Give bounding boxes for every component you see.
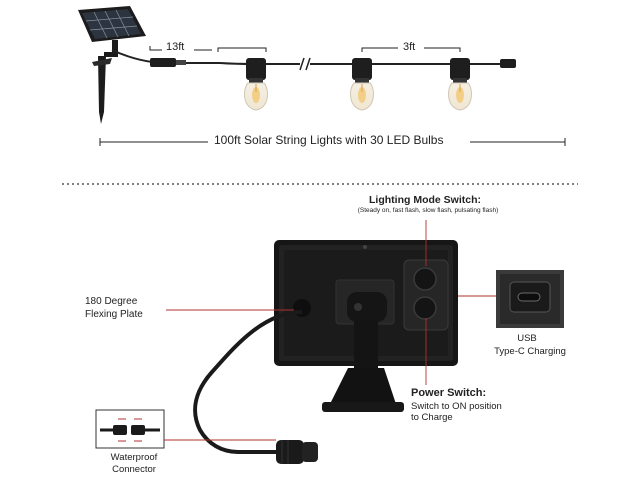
power-switch-title: Power Switch:: [411, 387, 487, 399]
panel-cable: [193, 310, 303, 454]
cord-length-label: 13ft: [166, 41, 185, 53]
dim-total-length: [99, 138, 566, 146]
callout-lines: [164, 220, 496, 441]
usb-label-line1: USB: [517, 333, 537, 344]
power-switch: [413, 296, 437, 320]
panel-cord: [111, 49, 220, 67]
bulb-spacing-label: 3ft: [403, 41, 416, 53]
flexing-plate-label-line2: Flexing Plate: [85, 309, 143, 320]
bulb-2: [349, 58, 375, 111]
bulb-1: [243, 58, 269, 111]
lighting-mode-title: Lighting Mode Switch:: [369, 194, 481, 206]
bulb-3: [447, 58, 473, 111]
waterproof-connector-label-line1: Waterproof: [110, 452, 158, 463]
usb-label-line2: Type-C Charging: [494, 346, 566, 357]
dim-3ft: [361, 47, 461, 52]
flexing-plate-label-line1: 180 Degree: [85, 296, 138, 307]
flexing-bracket: [322, 292, 404, 412]
waterproof-inset: [95, 409, 165, 449]
waterproof-connector-label-line2: Connector: [112, 464, 156, 475]
total-length-caption: 100ft Solar String Lights with 30 LED Bu…: [214, 133, 444, 147]
lighting-mode-description: (Steady on, fast flash, slow flash, puls…: [357, 207, 499, 214]
power-switch-description-line1: Switch to ON position: [411, 401, 502, 412]
power-switch-description-line2: to Charge: [411, 412, 453, 423]
ground-stake: [92, 56, 112, 124]
dim-spacing-left: [217, 47, 267, 52]
cable-connector: [276, 440, 318, 464]
usb-inset: [496, 270, 564, 328]
dim-13ft: [149, 46, 212, 51]
solar-panel-top: [78, 6, 146, 57]
break-mark: [299, 57, 311, 71]
lighting-mode-switch: [413, 267, 437, 291]
